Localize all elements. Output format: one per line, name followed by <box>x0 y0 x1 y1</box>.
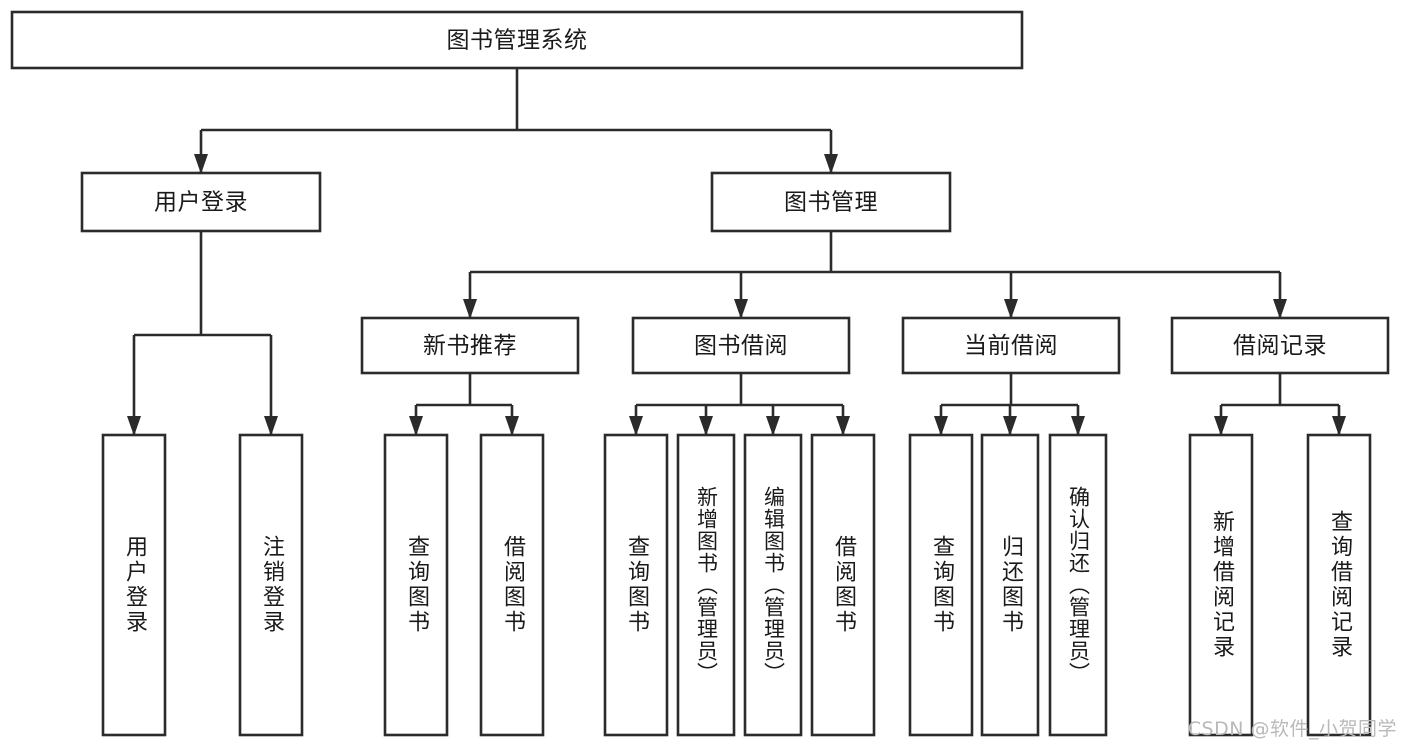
node-label-用户登录: 用户登录 <box>154 190 248 216</box>
node-l3-图书借阅[interactable] <box>631 316 851 375</box>
conn-当前借阅-arrow-1 <box>1003 416 1017 436</box>
conn-图书借阅-arrow-2 <box>766 416 780 436</box>
node-leaf-归还图书[interactable] <box>980 433 1040 737</box>
node-leaf-查询借阅记录[interactable] <box>1306 433 1372 737</box>
node-leaf-用户登录[interactable] <box>101 433 167 737</box>
node-l3-新书推荐[interactable] <box>360 316 580 375</box>
conn-user-login-arrow-1 <box>264 416 278 436</box>
conn-图书借阅-arrow-3 <box>836 416 850 436</box>
node-l3-当前借阅[interactable] <box>901 316 1121 375</box>
node-label-当前借阅: 当前借阅 <box>964 333 1058 359</box>
node-leaf-借阅图书[interactable] <box>810 433 876 737</box>
conn-新书推荐-arrow-1 <box>505 416 519 436</box>
conn-新书推荐-arrow-0 <box>409 416 423 436</box>
node-root-图书管理系统[interactable] <box>10 10 1024 70</box>
conn-当前借阅-arrow-0 <box>934 416 948 436</box>
node-l2-用户登录[interactable] <box>80 171 322 233</box>
conn-book-mgmt-arrow-2 <box>1004 299 1018 319</box>
node-leaf-编辑图书管理员[interactable] <box>743 433 803 737</box>
conn-book-mgmt-arrow-1 <box>734 299 748 319</box>
node-leaf-借阅图书[interactable] <box>479 433 545 737</box>
conn-当前借阅-arrow-2 <box>1071 416 1085 436</box>
conn-借阅记录-arrow-1 <box>1332 416 1346 436</box>
watermark-credit: CSDN @软件_小贺同学 <box>1187 718 1397 740</box>
node-leaf-查询图书[interactable] <box>603 433 669 737</box>
conn-book-mgmt-arrow-3 <box>1273 299 1287 319</box>
conn-root-arrow-1 <box>824 154 838 174</box>
conn-借阅记录-arrow-0 <box>1214 416 1228 436</box>
node-leaf-新增借阅记录[interactable] <box>1188 433 1254 737</box>
node-leaf-新增图书管理员[interactable] <box>676 433 736 737</box>
node-label-图书管理系统: 图书管理系统 <box>447 28 588 54</box>
node-leaf-查询图书[interactable] <box>908 433 974 737</box>
node-label-图书借阅: 图书借阅 <box>694 333 788 359</box>
node-label-图书管理: 图书管理 <box>784 190 878 216</box>
node-leaf-查询图书[interactable] <box>383 433 449 737</box>
node-leaf-注销登录[interactable] <box>238 433 304 737</box>
conn-图书借阅-arrow-0 <box>629 416 643 436</box>
conn-user-login-arrow-0 <box>127 416 141 436</box>
node-box-layer <box>10 10 1390 737</box>
node-leaf-确认归还管理员[interactable] <box>1048 433 1108 737</box>
conn-book-mgmt-arrow-0 <box>463 299 477 319</box>
connector-layer <box>127 68 1346 436</box>
node-l3-借阅记录[interactable] <box>1170 316 1390 375</box>
node-l2-图书管理[interactable] <box>710 171 952 233</box>
conn-root-arrow-0 <box>194 154 208 174</box>
node-label-新书推荐: 新书推荐 <box>423 333 517 359</box>
conn-图书借阅-arrow-1 <box>699 416 713 436</box>
node-label-借阅记录: 借阅记录 <box>1233 333 1327 359</box>
